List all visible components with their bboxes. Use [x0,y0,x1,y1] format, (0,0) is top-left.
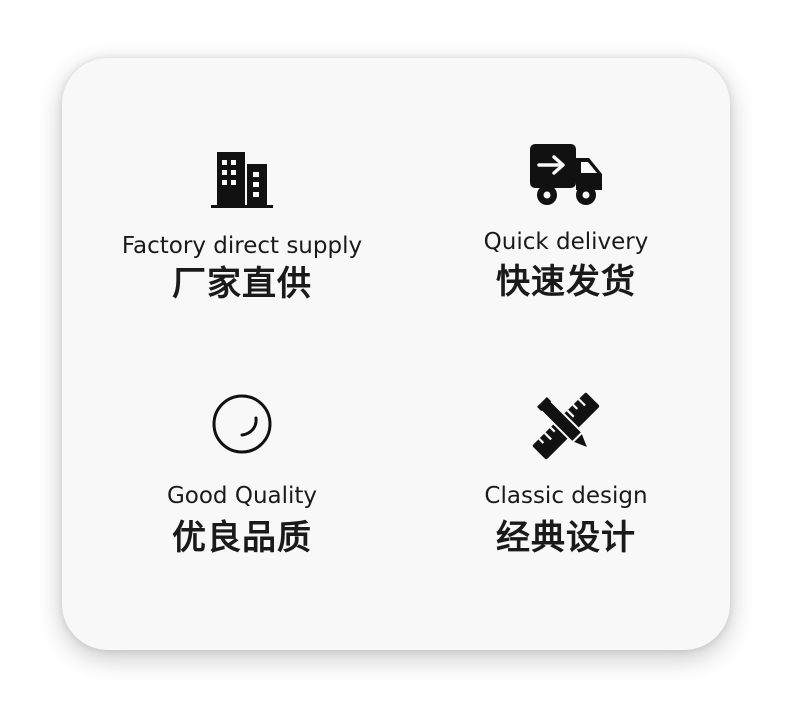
delivery-truck-icon [530,144,602,205]
feature-factory-direct: Factory direct supply 厂家直供 [82,150,402,304]
feature-title-zh: 厂家直供 [172,264,312,304]
feature-title-en: Good Quality [166,483,318,509]
feature-title-zh: 快速发货 [496,262,636,302]
feature-title-zh: 经典设计 [496,518,636,558]
ruler-pencil-icon [532,392,600,460]
feature-title-en: Factory direct supply [121,233,363,259]
feature-title-zh: 优良品质 [172,518,312,558]
feature-classic-design: Classic design 经典设计 [406,392,726,558]
features-card [62,58,730,650]
quality-circle-icon [212,394,272,454]
building-icon [211,152,273,208]
feature-good-quality: Good Quality 优良品质 [82,392,402,558]
feature-title-en: Classic design [484,483,648,509]
feature-quick-delivery: Quick delivery 快速发货 [406,140,726,302]
feature-title-en: Quick delivery [483,229,649,255]
